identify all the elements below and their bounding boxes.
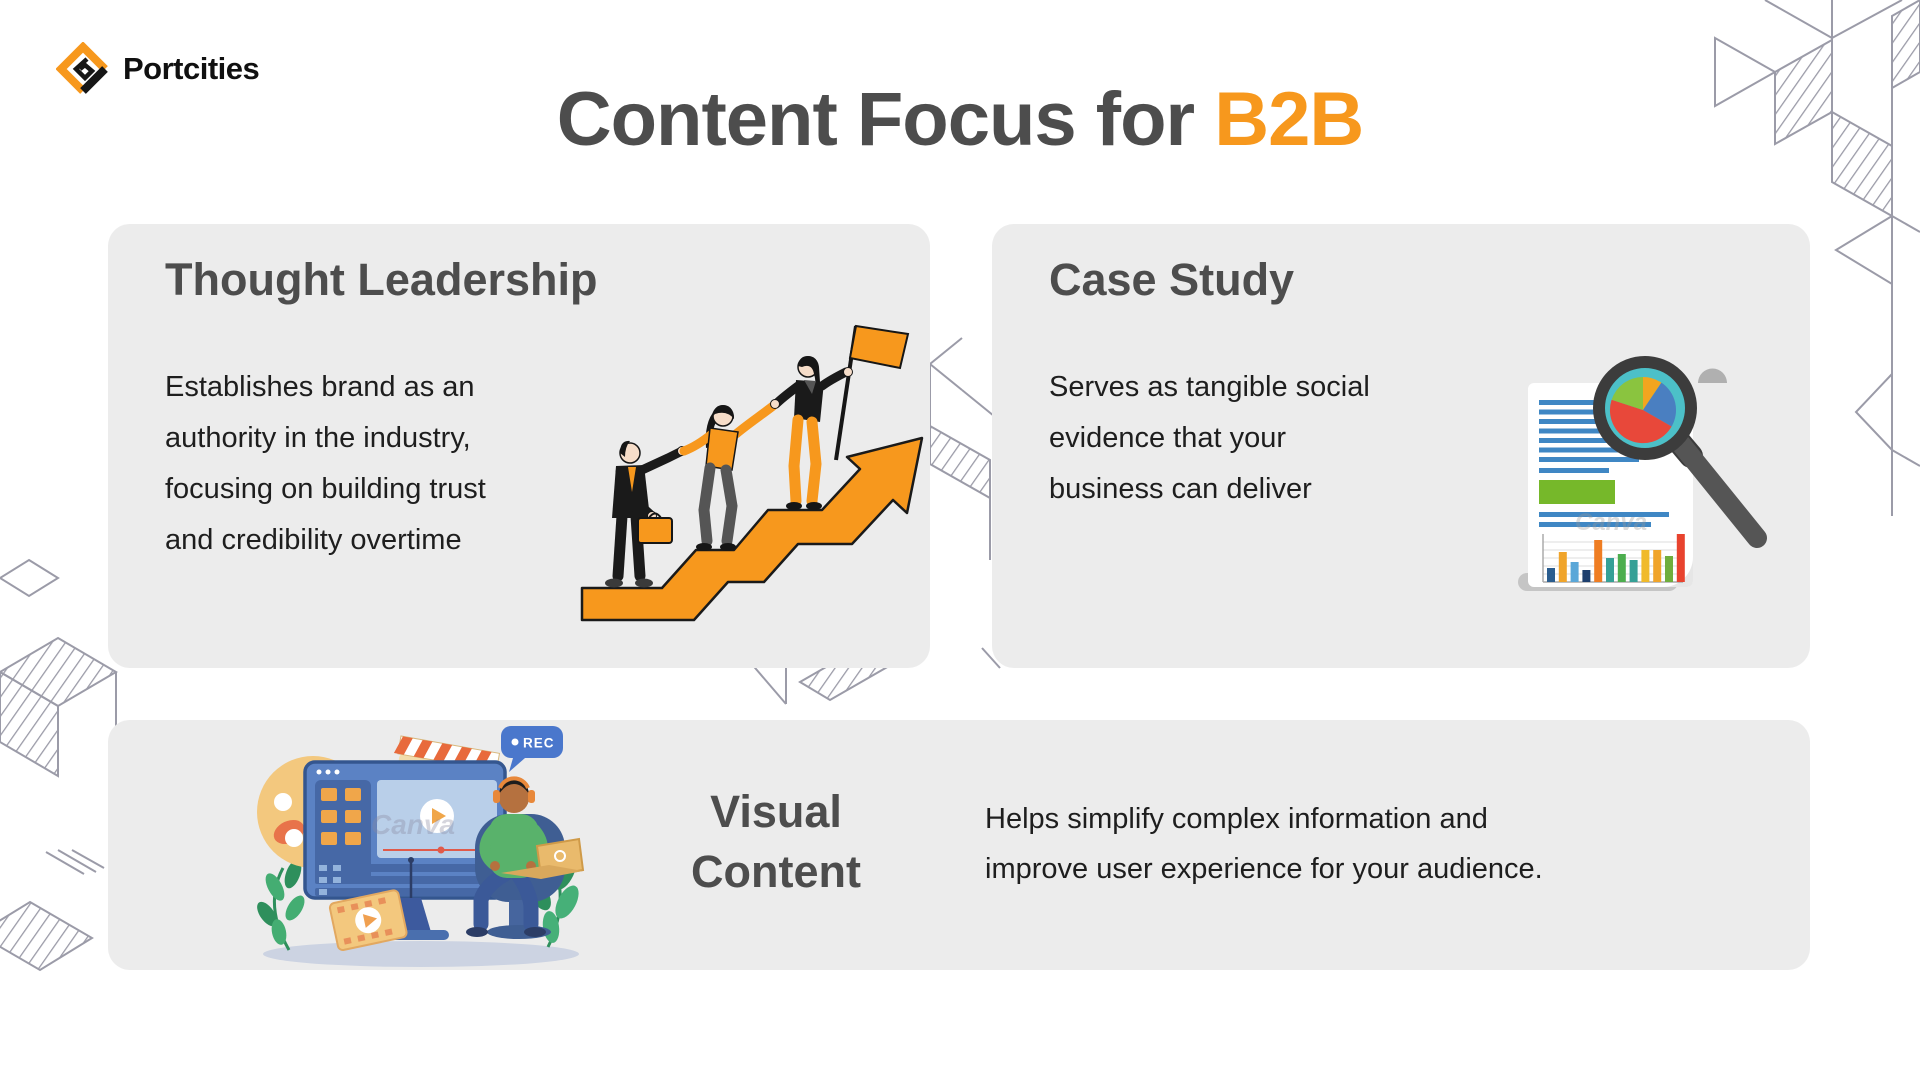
video-editing-workstation-illustration: Canva <box>257 726 585 967</box>
plant-left <box>257 859 305 951</box>
ground-shadow <box>263 941 579 967</box>
pattern-top-right <box>1714 0 1920 516</box>
timeline-tracks <box>315 857 497 898</box>
card-title-thought-leadership: Thought Leadership <box>165 254 598 305</box>
page-title: Content Focus for B2B <box>0 76 1920 163</box>
growth-arrow <box>580 436 924 622</box>
brand-logo: Portcities <box>56 42 260 96</box>
card-case-study: Case Study Serves as tangible social evi… <box>992 224 1810 668</box>
magnifier-handle <box>1671 434 1767 548</box>
watermark-text: Canva <box>371 809 455 840</box>
watermark-text: Canva <box>1575 509 1647 536</box>
page-curl-top <box>1698 368 1727 383</box>
rec-speech-bubble: REC <box>501 726 563 772</box>
card-thought-leadership: Thought Leadership Establishes brand as … <box>108 224 930 668</box>
pie-chart <box>1609 377 1677 444</box>
headphones-icon <box>498 776 530 789</box>
rec-badge-label: REC <box>523 736 555 751</box>
report-document-magnifier-illustration: Canva <box>1518 356 1767 591</box>
climbing-woman-figure <box>679 401 778 551</box>
green-shirt <box>489 814 539 878</box>
green-highlight-bar <box>1539 480 1615 504</box>
editor-person <box>466 776 585 939</box>
flag-bearer-figure <box>770 324 910 510</box>
title-prefix: Content Focus for <box>556 77 1195 162</box>
rec-dot-icon <box>511 738 519 746</box>
card-visual-content: Canva <box>108 720 1810 970</box>
card-body-visual-content: Helps simplify complex information and i… <box>985 803 1543 885</box>
pattern-left <box>0 558 118 778</box>
film-strip-icon <box>328 889 408 952</box>
mini-bar-chart <box>1542 534 1685 583</box>
card-title-case-study: Case Study <box>1049 254 1295 305</box>
asset-panel <box>315 780 371 882</box>
pattern-bottom-left <box>0 849 105 972</box>
card-body-case-study: Serves as tangible social evidence that … <box>1049 371 1370 505</box>
portcities-diamond-icon <box>56 42 108 94</box>
team-climbing-growth-arrow-illustration <box>580 324 924 622</box>
businessman-figure <box>605 440 687 588</box>
title-highlight: B2B <box>1214 77 1364 162</box>
magnifier <box>1593 356 1767 548</box>
brand-name: Portcities <box>123 51 260 86</box>
card-body-thought-leadership: Establishes brand as an authority in the… <box>165 371 486 556</box>
pattern-center-gap <box>928 337 1001 669</box>
card-title-visual-content: Visual Content <box>691 786 861 897</box>
